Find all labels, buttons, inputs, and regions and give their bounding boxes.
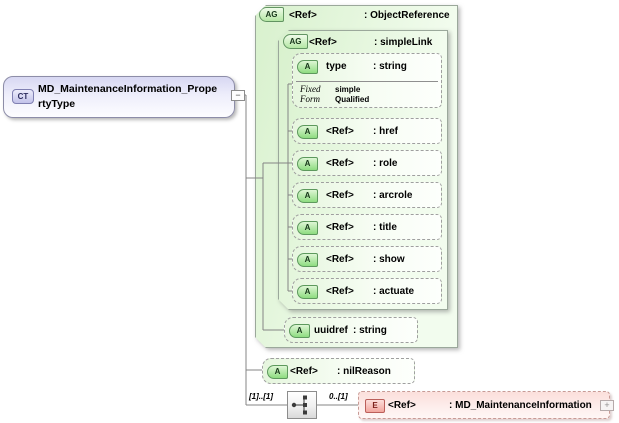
facet-fixed-value: simple [335,85,361,94]
attribute-uuidref[interactable]: A uuidref : string [284,317,418,343]
attribute-name: <Ref> [326,254,354,265]
attribute-type-label: : title [373,222,397,233]
attribute-actuate[interactable]: A <Ref> : actuate [292,278,442,304]
facet-form-label: Form [300,94,320,104]
element-md-maintenanceinformation[interactable]: E <Ref> : MD_MaintenanceInformation [358,391,610,419]
complex-type-name: MD_MaintenanceInformation_Prope rtyType [38,82,217,112]
sequence-compositor[interactable] [287,391,317,419]
attribute-badge: A [267,365,288,379]
attribute-badge: A [297,253,318,267]
attribute-type-label: : role [373,158,398,169]
attribute-group-badge: AG [259,7,284,22]
attribute-badge: A [297,285,318,299]
complex-type-node[interactable]: CT MD_MaintenanceInformation_Prope rtyTy… [3,76,235,118]
attribute-type-label: : string [353,325,387,336]
attribute-arcrole[interactable]: A <Ref> : arcrole [292,182,442,208]
sequence-icon [291,395,307,415]
attribute-name: <Ref> [326,286,354,297]
attribute-badge: A [297,60,318,74]
attribute-type-label: : href [373,126,398,137]
attribute-role[interactable]: A <Ref> : role [292,150,442,176]
complex-type-name-line1: MD_MaintenanceInformation_Prope [38,83,218,95]
attribute-group-badge: AG [283,34,308,49]
facet-separator [296,81,438,82]
attribute-name: type [326,61,347,72]
group-ref-label: <Ref> [289,10,317,21]
cardinality-label-right: 0..[1] [329,392,348,401]
attribute-type-label: : string [373,61,407,72]
attribute-type-label: : actuate [373,286,415,297]
attribute-nilreason[interactable]: A <Ref> : nilReason [262,358,415,384]
facet-fixed-label: Fixed [300,84,321,94]
attribute-badge: A [297,125,318,139]
attribute-badge: A [289,324,310,338]
attribute-name: <Ref> [326,126,354,137]
collapse-toggle[interactable]: − [231,90,245,101]
attribute-href[interactable]: A <Ref> : href [292,118,442,144]
element-badge: E [365,399,385,413]
element-ref-label: <Ref> [388,400,416,411]
facet-form-value: Qualified [335,95,370,104]
expand-toggle[interactable]: + [600,400,614,411]
cardinality-label-left: [1]..[1] [249,392,273,401]
attribute-name: <Ref> [326,158,354,169]
element-type-label: : MD_MaintenanceInformation [449,400,592,411]
complex-type-badge: CT [12,89,34,104]
attribute-type-label: : arcrole [373,190,413,201]
attribute-type[interactable]: A type : string Fixed simple Form Qualif… [292,53,442,108]
attribute-show[interactable]: A <Ref> : show [292,246,442,272]
attribute-name: uuidref [314,325,348,336]
complex-type-name-line2: rtyType [38,98,76,110]
attribute-badge: A [297,189,318,203]
attribute-name: <Ref> [326,190,354,201]
attribute-title[interactable]: A <Ref> : title [292,214,442,240]
group-type-label: : simpleLink [374,37,433,48]
attribute-type-label: : show [373,254,405,265]
attribute-name: <Ref> [326,222,354,233]
attribute-badge: A [297,221,318,235]
group-ref-label: <Ref> [309,37,337,48]
attribute-badge: A [297,157,318,171]
group-type-label: : ObjectReference [364,10,450,21]
attribute-type-label: : nilReason [337,366,391,377]
attribute-name: <Ref> [290,366,318,377]
